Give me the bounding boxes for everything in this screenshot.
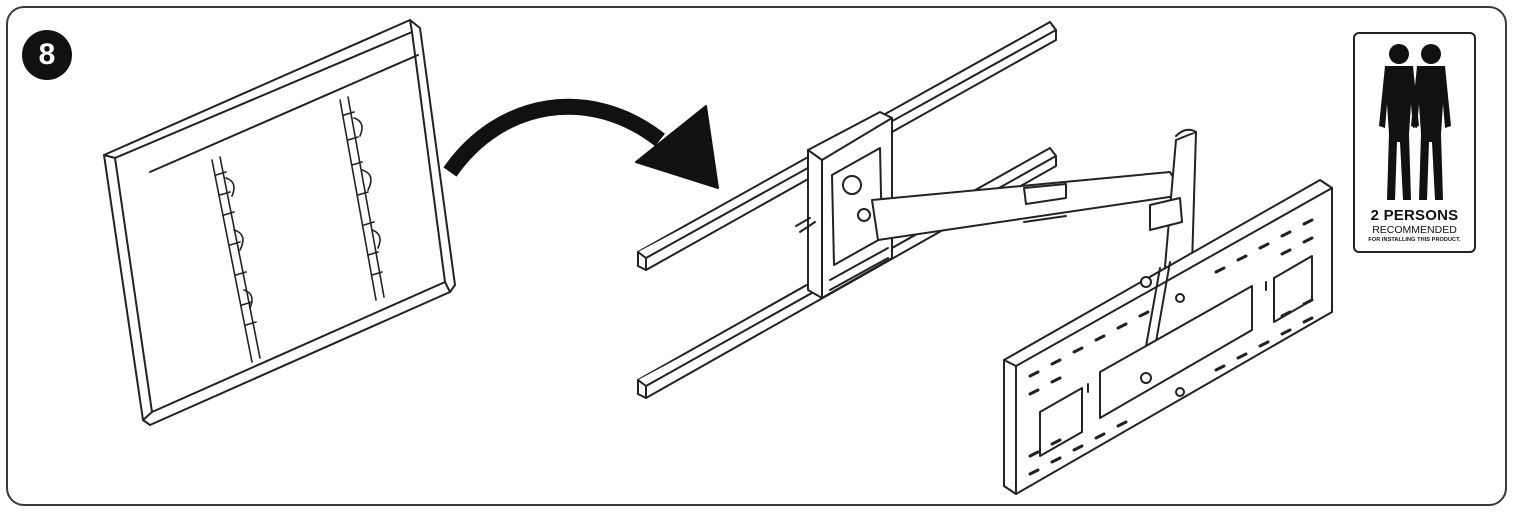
adapter-carriage [795, 111, 893, 299]
curved-arrow-icon [443, 98, 719, 189]
notice-subtitle: RECOMMENDED [1372, 224, 1457, 236]
step-number-badge: 8 [22, 30, 72, 80]
notice-title: 2 PERSONS [1370, 207, 1459, 224]
wall-plate [1003, 179, 1333, 495]
notice-note: FOR INSTALLING THIS PRODUCT. [1368, 237, 1461, 243]
tv-bracket-right [339, 96, 385, 301]
tv-panel [103, 19, 456, 426]
two-persons-icon [1379, 44, 1451, 200]
tv-bracket-left [211, 156, 261, 363]
two-persons-notice: 2 PERSONS RECOMMENDED FOR INSTALLING THI… [1353, 32, 1476, 253]
articulating-arm [871, 128, 1197, 279]
